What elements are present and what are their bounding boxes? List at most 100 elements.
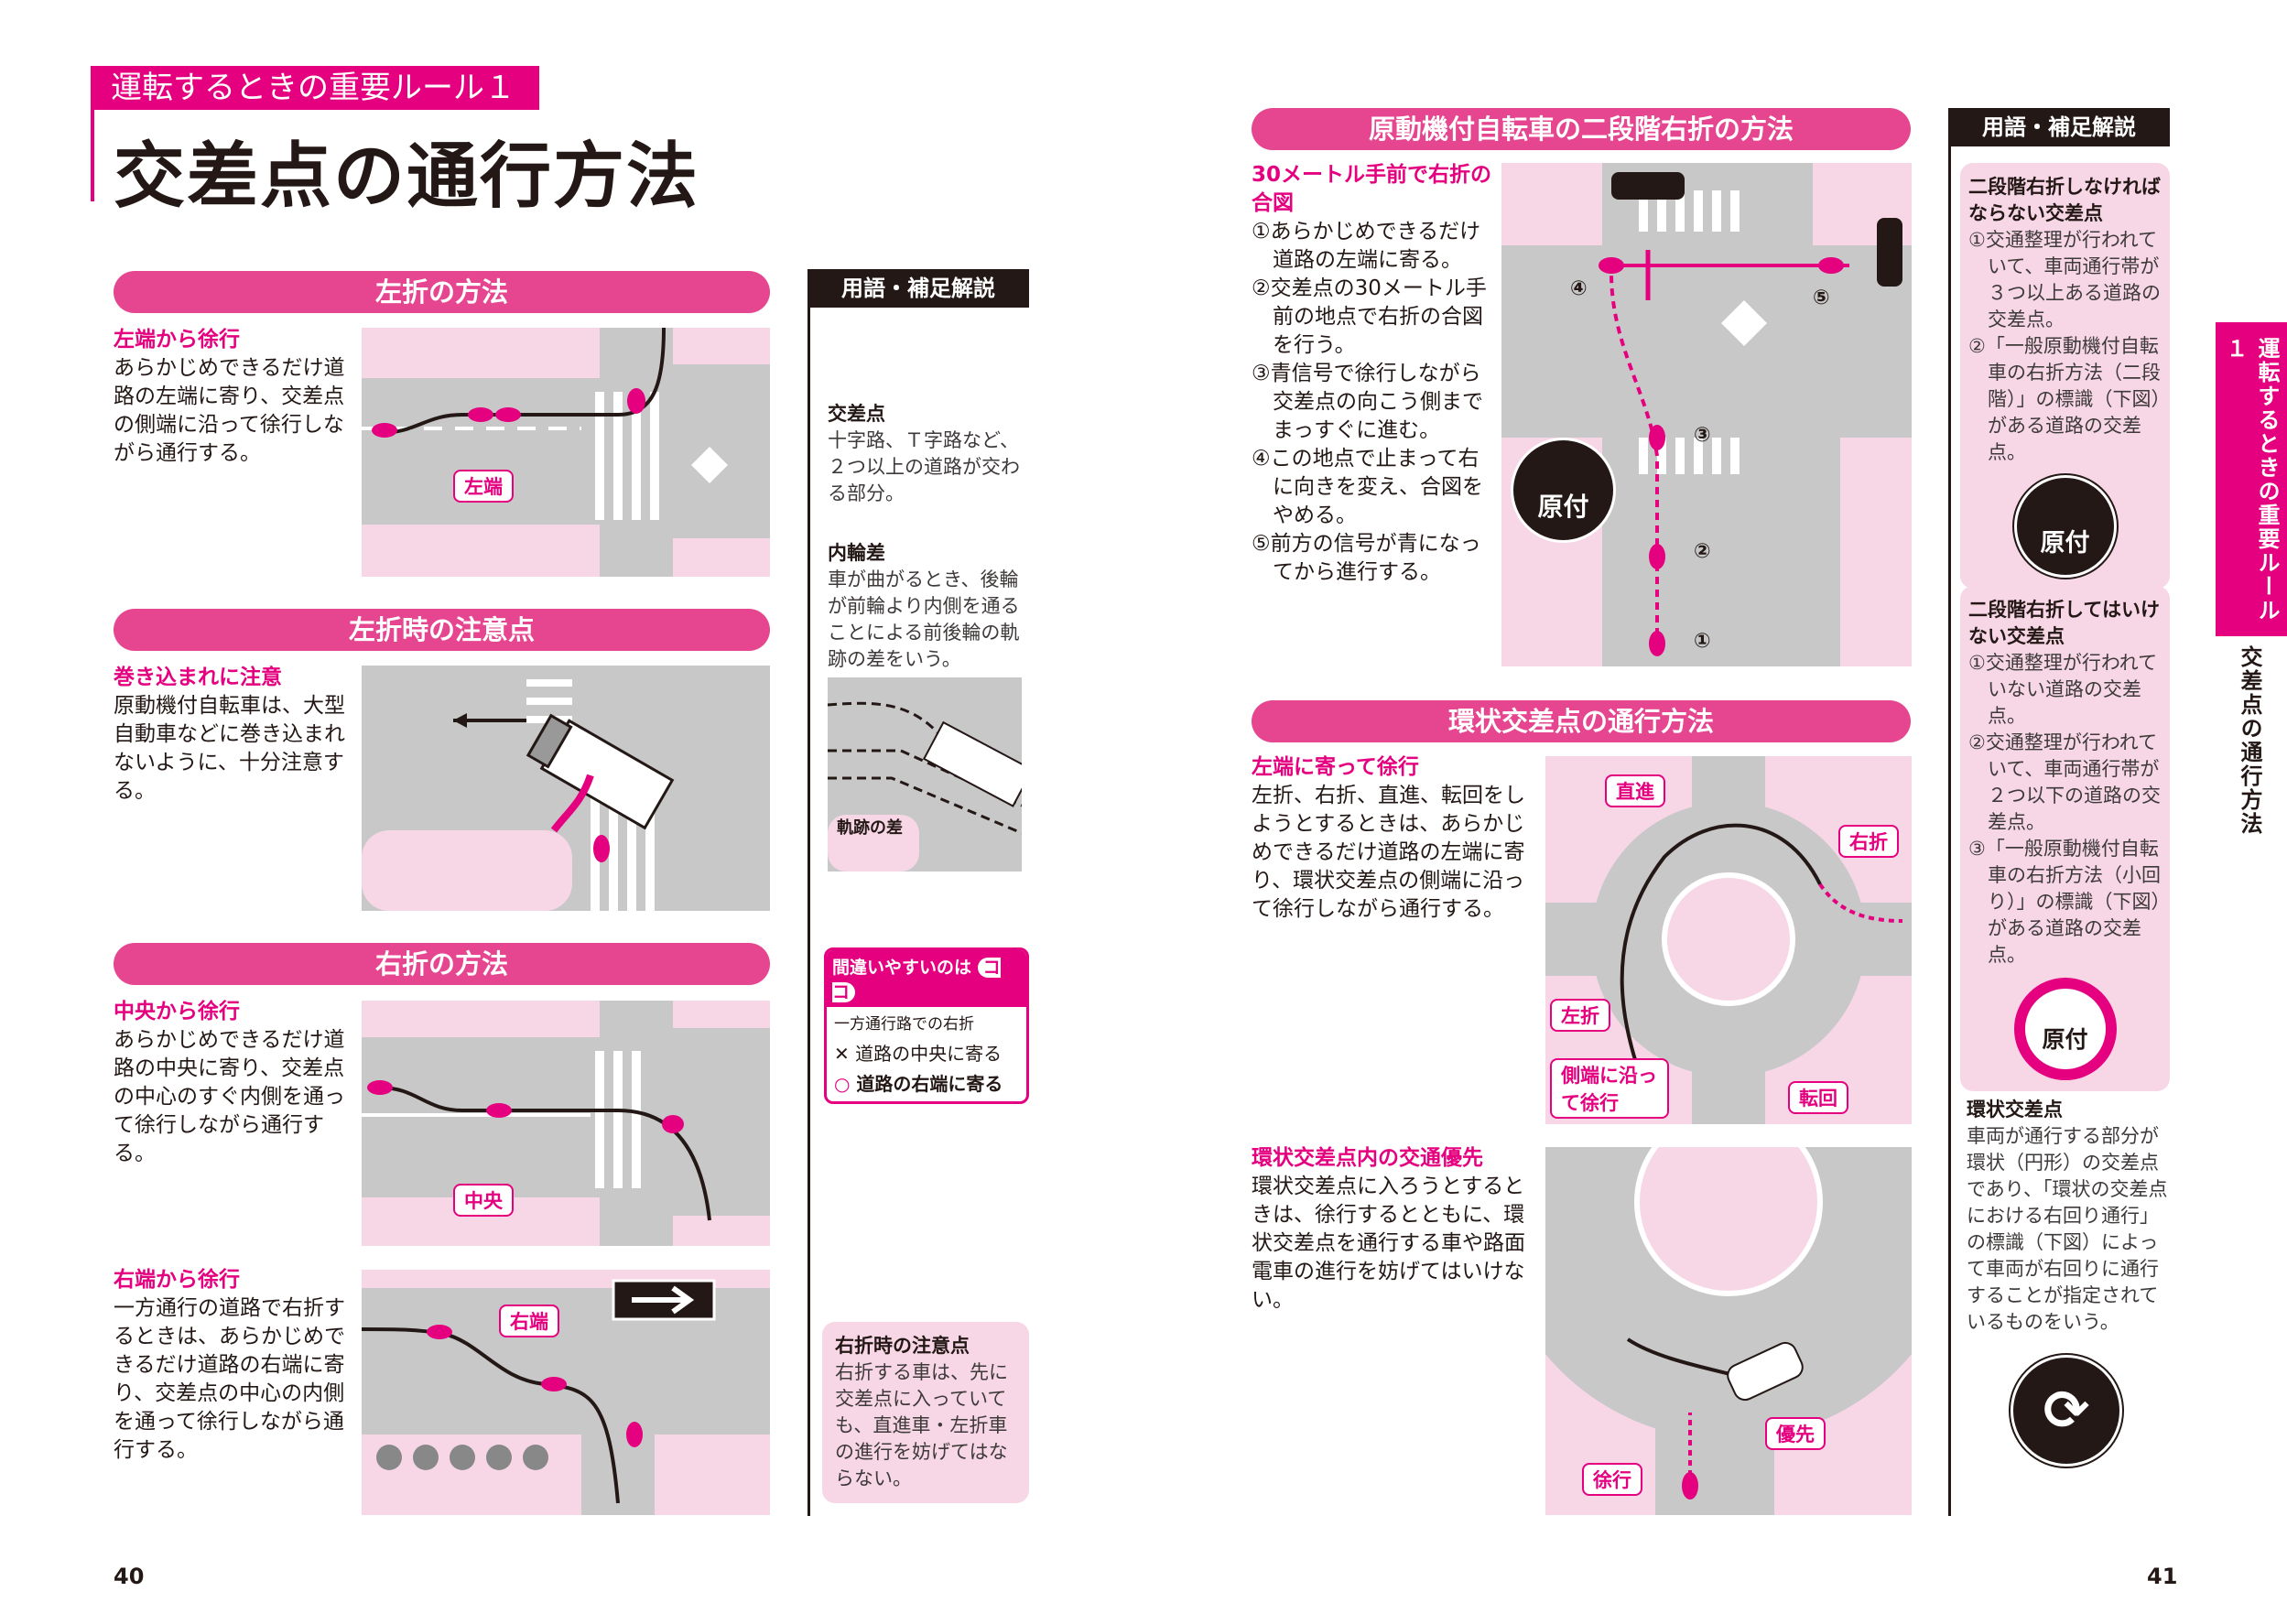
sidebar-divider bbox=[1948, 146, 1951, 1516]
caution-title: 右折時の注意点 bbox=[835, 1335, 970, 1357]
marker-1: ① bbox=[1694, 630, 1711, 653]
left-turn-illustration: 左端 bbox=[362, 328, 770, 577]
marker-3: ③ bbox=[1694, 424, 1711, 447]
roundabout-illustration: 直進 右折 左折 側端に沿って徐行 転回 bbox=[1545, 756, 1912, 1124]
section-heading-right-turn: 右折の方法 bbox=[114, 943, 770, 985]
label-slow-down: 徐行 bbox=[1582, 1463, 1642, 1496]
page-number-right: 41 bbox=[2147, 1564, 2178, 1589]
sign-text: 原付 bbox=[2040, 529, 2090, 558]
subheading: 中央から徐行 bbox=[114, 1000, 240, 1023]
glossary-heading-left: 用語・補足解説 bbox=[807, 269, 1029, 308]
title-accent-bar bbox=[91, 110, 94, 201]
chapter-kicker: 運転するときの重要ルール１ bbox=[91, 66, 539, 110]
wheel-track-label: 軌跡の差 bbox=[837, 818, 903, 838]
label-straight: 直進 bbox=[1605, 774, 1665, 807]
roundabout-priority-text: 環状交差点内の交通優先 環状交差点に入ろうとするときは、徐行するとともに、環状交… bbox=[1252, 1144, 1537, 1315]
subheading: 左端から徐行 bbox=[114, 328, 240, 352]
sign-text: 原付 bbox=[1537, 492, 1589, 522]
body-text: 一方通行の道路で右折するときは、あらかじめできるだけ道路の右端に寄り、交差点の中… bbox=[114, 1296, 345, 1462]
caution-text: 右折する車は、先に交差点に入っていても、直進車・左折車の進行を妨げてはならない。 bbox=[835, 1361, 1008, 1489]
glossary-term: 環状交差点 車両が通行する部分が環状（円形）の交差点であり、「環状の交差点におけ… bbox=[1967, 1097, 2170, 1336]
step-1: ①あらかじめできるだけ道路の左端に寄る。 bbox=[1252, 220, 1481, 272]
page-title: 交差点の通行方法 bbox=[114, 135, 700, 218]
box-item: ②「一般原動機付自転車の右折方法（二段階）」の標識（下図）がある道路の交差点。 bbox=[1968, 335, 2161, 463]
right-turn-illustration: 中央 bbox=[362, 1001, 770, 1246]
sign-text: 原付 bbox=[2042, 1026, 2088, 1053]
subheading: 30メートル手前で右折の合図 bbox=[1252, 163, 1492, 215]
two-step-sign-icon: 原付 bbox=[1511, 438, 1616, 543]
term-text: 十字路、Ｔ字路など、２つ以上の道路が交わる部分。 bbox=[828, 429, 1020, 504]
step-3: ③青信号で徐行しながら交差点の向こう側までまっすぐに進む。 bbox=[1252, 362, 1483, 442]
body-text: 環状交差点に入ろうとするときは、徐行するとともに、環状交差点を通行する車や路面電… bbox=[1252, 1175, 1525, 1312]
term-text: 車が曲がるとき、後輪が前輪より内側を通ることによる前後輪の軌跡の差をいう。 bbox=[828, 568, 1020, 670]
marker-5: ⑤ bbox=[1813, 287, 1830, 309]
must-two-step-box: 二段階右折しなければならない交差点 ①交通整理が行われていて、車両通行帯が３つ以… bbox=[1960, 163, 2170, 589]
body-text: あらかじめできるだけ道路の左端に寄り、交差点の側端に沿って徐行しながら通行する。 bbox=[114, 356, 345, 465]
step-2: ②交差点の30メートル手前の地点で右折の合図を行う。 bbox=[1252, 276, 1487, 357]
label-right-edge: 右端 bbox=[499, 1305, 559, 1337]
label-follow-edge: 側端に沿って徐行 bbox=[1550, 1058, 1669, 1119]
mistake-title: 間違いやすいのは bbox=[832, 958, 972, 978]
two-step-sign-icon: 原付 bbox=[2011, 473, 2119, 579]
body-text: あらかじめできるだけ道路の中央に寄り、交差点の中心のすぐ内側を通って徐行しながら… bbox=[114, 1028, 345, 1165]
mistake-topic: 一方通行路での右折 bbox=[834, 1015, 974, 1034]
marker-2: ② bbox=[1694, 540, 1711, 563]
turning-truck-illustration bbox=[362, 666, 770, 911]
body-text: 左折、右折、直進、転回をしようとするときは、あらかじめできるだけ道路の左端に寄り… bbox=[1252, 784, 1525, 921]
left-turn-caution-text: 巻き込まれに注意 原動機付自転車は、大型自動車などに巻き込まれないように、十分注… bbox=[114, 664, 350, 806]
page-number-left: 40 bbox=[114, 1564, 145, 1589]
one-way-right-turn-illustration: 右端 bbox=[362, 1270, 770, 1515]
chapter-tab-text: 運転するときの重要ルール１ bbox=[2222, 337, 2280, 623]
wheel-track-diagram: 軌跡の差 bbox=[828, 677, 1022, 872]
label-center: 中央 bbox=[453, 1184, 514, 1217]
body-text: 原動機付自転車は、大型自動車などに巻き込まれないように、十分注意する。 bbox=[114, 694, 345, 803]
term-title: 交差点 bbox=[828, 403, 885, 425]
section-heading-two-step-turn: 原動機付自転車の二段階右折の方法 bbox=[1252, 108, 1911, 150]
right-turn-text: 中央から徐行 あらかじめできるだけ道路の中央に寄り、交差点の中心のすぐ内側を通っ… bbox=[114, 998, 359, 1168]
section-side-label: 交差点の通行方法 bbox=[2237, 645, 2262, 836]
left-turn-text: 左端から徐行 あらかじめできるだけ道路の左端に寄り、交差点の側端に沿って徐行しな… bbox=[114, 326, 350, 468]
wrong-mark-icon: ✕ bbox=[834, 1043, 850, 1065]
label-u-turn: 転回 bbox=[1788, 1081, 1848, 1114]
term-title: 内輪差 bbox=[828, 542, 885, 564]
section-heading-left-turn-caution: 左折時の注意点 bbox=[114, 609, 770, 651]
chapter-side-tab: 運転するときの重要ルール１ bbox=[2216, 322, 2287, 636]
subheading: 環状交差点内の交通優先 bbox=[1252, 1146, 1483, 1170]
two-step-turn-text: 30メートル手前で右折の合図 ①あらかじめできるだけ道路の左端に寄る。 ②交差点… bbox=[1252, 161, 1494, 587]
step-5: ⑤前方の信号が青になってから進行する。 bbox=[1252, 532, 1481, 584]
subheading: 左端に寄って徐行 bbox=[1252, 755, 1419, 779]
box-title: 二段階右折してはいけない交差点 bbox=[1968, 599, 2160, 647]
label-left-turn: 左折 bbox=[1550, 999, 1610, 1032]
step-4: ④この地点で止まって右に向きを変え、合図をやめる。 bbox=[1252, 447, 1483, 527]
sidebar-divider bbox=[807, 308, 810, 1516]
box-item: ③「一般原動機付自転車の右折方法（小回り）」の標識（下図）がある道路の交差点。 bbox=[1968, 838, 2161, 966]
label-priority: 優先 bbox=[1765, 1417, 1826, 1450]
subheading: 右端から徐行 bbox=[114, 1268, 240, 1292]
label-right-turn: 右折 bbox=[1838, 825, 1899, 858]
right-turn-caution-box: 右折時の注意点 右折する車は、先に交差点に入っていても、直進車・左折車の進行を妨… bbox=[822, 1322, 1029, 1503]
roundabout-priority-illustration: 優先 徐行 bbox=[1545, 1147, 1912, 1515]
no-two-step-sign-icon: 原付 bbox=[2013, 978, 2117, 1080]
label-left-edge: 左端 bbox=[453, 470, 514, 503]
marker-4: ④ bbox=[1570, 277, 1588, 300]
box-item: ①交通整理が行われていない道路の交差点。 bbox=[1968, 652, 2158, 727]
box-item: ②交通整理が行われていて、車両通行帯が２つ以下の道路の交差点。 bbox=[1968, 731, 2161, 833]
section-heading-roundabout: 環状交差点の通行方法 bbox=[1252, 700, 1911, 742]
section-heading-left-turn: 左折の方法 bbox=[114, 271, 770, 313]
one-way-right-turn-text: 右端から徐行 一方通行の道路で右折するときは、あらかじめできるだけ道路の右端に寄… bbox=[114, 1266, 353, 1465]
box-title: 二段階右折しなければならない交差点 bbox=[1968, 176, 2161, 224]
two-step-turn-illustration: ① ② ③ ④ ⑤ 原付 bbox=[1501, 163, 1912, 666]
box-item: ①交通整理が行われていて、車両通行帯が３つ以上ある道路の交差点。 bbox=[1968, 229, 2161, 330]
correct-mark-icon: ○ bbox=[834, 1073, 851, 1095]
subheading: 巻き込まれに注意 bbox=[114, 666, 282, 689]
common-mistake-box: 間違いやすいのは ココ 一方通行路での右折 ✕ 道路の中央に寄る ○ 道路の右端… bbox=[824, 947, 1029, 1104]
glossary-heading-right: 用語・補足解説 bbox=[1948, 108, 2170, 146]
wrong-answer: 道路の中央に寄る bbox=[855, 1043, 1003, 1065]
correct-answer: 道路の右端に寄る bbox=[856, 1073, 1003, 1095]
glossary-term: 内輪差 車が曲がるとき、後輪が前輪より内側を通ることによる前後輪の軌跡の差をいう… bbox=[828, 540, 1029, 673]
glossary-term: 交差点 十字路、Ｔ字路など、２つ以上の道路が交わる部分。 bbox=[828, 401, 1029, 507]
no-two-step-box: 二段階右折してはいけない交差点 ①交通整理が行われていない道路の交差点。 ②交通… bbox=[1960, 586, 2170, 1091]
term-title: 環状交差点 bbox=[1967, 1099, 2063, 1121]
term-text: 車両が通行する部分が環状（円形）の交差点であり、「環状の交差点における右回り通行… bbox=[1967, 1125, 2168, 1333]
roundabout-sign-icon: ⟳ bbox=[2009, 1353, 2124, 1468]
